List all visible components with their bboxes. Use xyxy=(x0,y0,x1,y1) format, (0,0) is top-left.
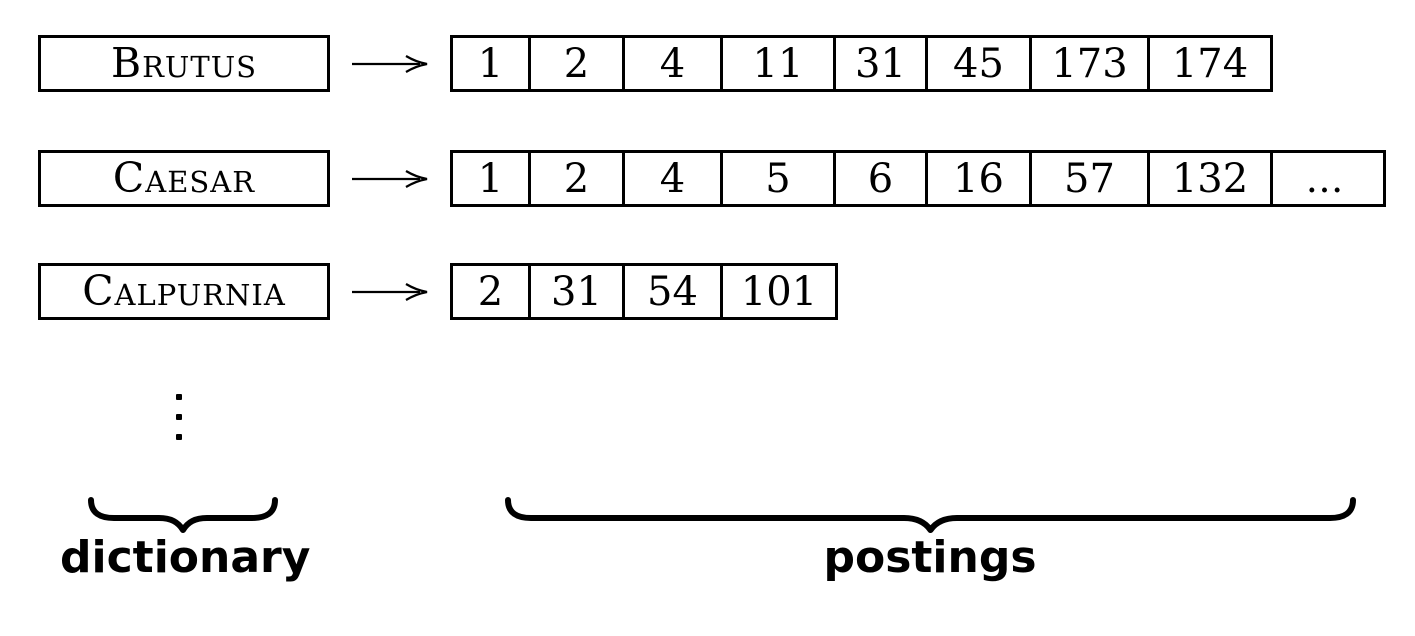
posting-value: 5 xyxy=(765,155,791,202)
posting-cell: 31 xyxy=(833,35,928,92)
term-label: Caesar xyxy=(112,154,256,202)
posting-cell: 45 xyxy=(925,35,1032,92)
posting-cell: … xyxy=(1270,150,1386,207)
index-row-calpurnia: Calpurnia 2 31 54 101 xyxy=(0,263,1415,320)
posting-value: 6 xyxy=(867,155,894,202)
posting-value: 11 xyxy=(752,40,804,87)
posting-value: 2 xyxy=(563,155,590,202)
posting-value: 173 xyxy=(1051,40,1128,87)
dictionary-brace xyxy=(88,497,278,535)
dictionary-label: dictionary xyxy=(60,532,311,583)
posting-cell: 57 xyxy=(1029,150,1150,207)
posting-value: 45 xyxy=(953,40,1004,87)
term-label: Brutus xyxy=(110,39,258,87)
posting-cell: 2 xyxy=(450,263,531,320)
posting-cell: 4 xyxy=(622,150,723,207)
posting-value: 101 xyxy=(740,268,818,315)
posting-value: … xyxy=(1305,156,1351,201)
term-box: Calpurnia xyxy=(38,263,330,320)
postings-list: 1 2 4 5 6 16 57 132 … xyxy=(450,150,1386,207)
posting-cell: 2 xyxy=(528,35,625,92)
posting-value: 132 xyxy=(1171,155,1249,202)
posting-value: 1 xyxy=(477,40,504,87)
posting-cell: 173 xyxy=(1029,35,1150,92)
posting-value: 174 xyxy=(1171,40,1249,87)
index-row-caesar: Caesar 1 2 4 5 6 16 57 132 … xyxy=(0,150,1415,207)
term-label: Calpurnia xyxy=(82,267,286,315)
posting-cell: 4 xyxy=(622,35,723,92)
postings-list: 1 2 4 11 31 45 173 174 xyxy=(450,35,1273,92)
posting-cell: 2 xyxy=(528,150,625,207)
posting-value: 54 xyxy=(647,268,698,315)
vertical-ellipsis-icon xyxy=(176,394,182,440)
posting-cell: 11 xyxy=(720,35,836,92)
postings-label: postings xyxy=(823,532,1037,583)
term-box: Caesar xyxy=(38,150,330,207)
term-box: Brutus xyxy=(38,35,330,92)
postings-brace xyxy=(505,497,1356,535)
posting-value: 31 xyxy=(855,40,906,87)
posting-cell: 54 xyxy=(622,263,723,320)
arrow-icon xyxy=(352,283,428,301)
posting-value: 1 xyxy=(477,155,504,202)
postings-list: 2 31 54 101 xyxy=(450,263,838,320)
posting-value: 4 xyxy=(659,155,686,202)
posting-cell: 16 xyxy=(925,150,1032,207)
posting-cell: 101 xyxy=(720,263,838,320)
posting-cell: 1 xyxy=(450,150,531,207)
posting-cell: 6 xyxy=(833,150,928,207)
posting-value: 57 xyxy=(1064,155,1115,202)
posting-cell: 174 xyxy=(1147,35,1273,92)
posting-value: 4 xyxy=(659,40,686,87)
posting-value: 16 xyxy=(953,155,1004,202)
posting-cell: 132 xyxy=(1147,150,1273,207)
posting-value: 2 xyxy=(477,268,504,315)
index-row-brutus: Brutus 1 2 4 11 31 45 173 174 xyxy=(0,35,1415,92)
arrow-icon xyxy=(352,55,428,73)
posting-cell: 5 xyxy=(720,150,836,207)
posting-value: 2 xyxy=(563,40,590,87)
posting-cell: 31 xyxy=(528,263,625,320)
posting-cell: 1 xyxy=(450,35,531,92)
arrow-icon xyxy=(352,170,428,188)
posting-value: 31 xyxy=(551,268,602,315)
